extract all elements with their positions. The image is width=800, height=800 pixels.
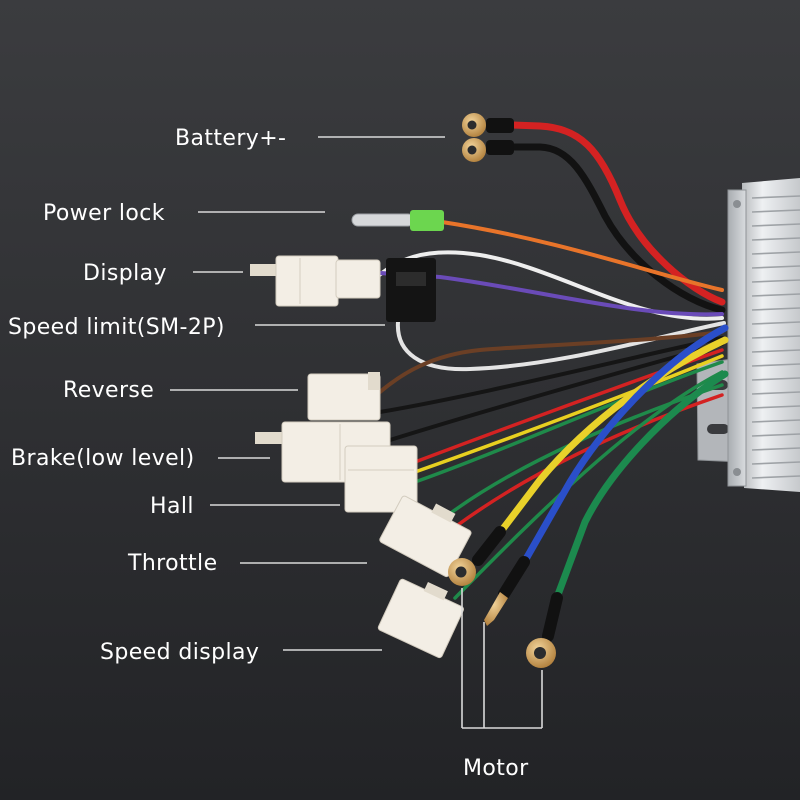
wire-motor-green xyxy=(552,370,729,604)
heat-shrink xyxy=(472,526,506,566)
terminal-hole xyxy=(467,145,477,155)
connector-body xyxy=(335,259,381,299)
screw-icon xyxy=(733,468,741,476)
label-power-lock: Power lock xyxy=(43,201,165,226)
motor-terminals xyxy=(448,526,563,668)
controller-housing xyxy=(696,178,800,492)
power-lock-connector xyxy=(351,210,444,231)
connector-body xyxy=(275,255,339,307)
terminal-hole xyxy=(534,647,546,659)
heatsink-fins xyxy=(751,195,800,479)
throttle-connector xyxy=(379,495,472,578)
leader-lines xyxy=(170,136,543,729)
screw-icon xyxy=(733,200,741,208)
connector-latch xyxy=(431,503,456,523)
wire-bundle xyxy=(376,121,729,604)
heat-shrink xyxy=(486,140,514,155)
connector-body xyxy=(386,258,436,322)
battery-terminals xyxy=(462,113,514,162)
label-battery: Battery+- xyxy=(175,126,286,151)
bullet-pin xyxy=(351,213,415,227)
speed-limit-connector xyxy=(386,258,436,322)
label-hall: Hall xyxy=(150,494,194,519)
wire-hall-green xyxy=(413,360,724,484)
terminal-hole xyxy=(467,120,477,130)
label-speed-limit: Speed limit(SM-2P) xyxy=(8,315,225,340)
terminal-hole xyxy=(455,566,467,578)
leader-motor-bracket xyxy=(461,588,543,729)
connector-latch xyxy=(368,372,380,390)
fork-terminal-icon xyxy=(484,592,508,626)
reverse-connector xyxy=(307,372,381,421)
display-connector xyxy=(250,255,381,307)
label-throttle: Throttle xyxy=(127,551,218,576)
speed-display-connector xyxy=(377,578,464,659)
connector-latch xyxy=(250,264,282,276)
wire-purple xyxy=(378,271,724,317)
connector-latch xyxy=(396,272,426,286)
label-motor: Motor xyxy=(463,756,529,781)
wire-hall-yellow xyxy=(413,354,724,474)
wire-battery-black xyxy=(508,143,726,314)
heat-shrink xyxy=(486,118,514,133)
wire-power-lock-orange xyxy=(440,220,724,292)
wire-motor-blue xyxy=(518,324,729,570)
heat-shrink xyxy=(498,556,530,600)
connector-latch xyxy=(255,432,285,444)
controller-body xyxy=(742,178,800,492)
bracket-slot xyxy=(707,424,729,434)
label-reverse: Reverse xyxy=(63,378,154,403)
connector-body xyxy=(307,373,381,421)
label-display: Display xyxy=(83,261,167,286)
wire-reverse-brown xyxy=(378,330,724,394)
controller-end-cap xyxy=(727,189,747,487)
wire-speed-display-green xyxy=(453,370,724,600)
wire-reverse-black xyxy=(378,336,724,414)
label-speed-display: Speed display xyxy=(100,640,259,665)
connector-latch xyxy=(423,581,448,601)
insulating-sleeve xyxy=(410,210,444,231)
hall-connector xyxy=(344,445,418,513)
wire-motor-yellow xyxy=(492,336,729,542)
heat-shrink xyxy=(542,592,563,642)
connector-body xyxy=(344,445,418,513)
label-brake: Brake(low level) xyxy=(11,446,195,471)
labels: Battery+- Power lock Display Speed limit… xyxy=(8,126,529,781)
